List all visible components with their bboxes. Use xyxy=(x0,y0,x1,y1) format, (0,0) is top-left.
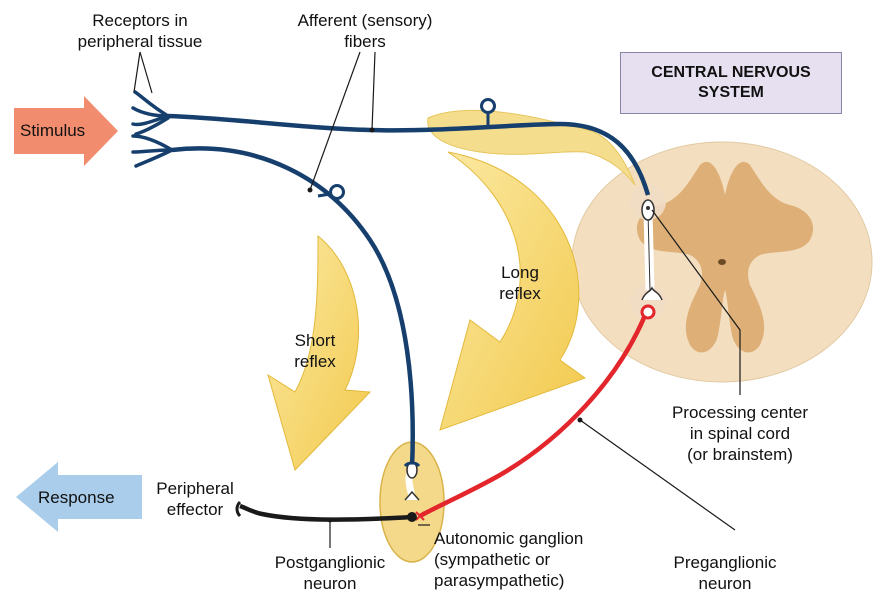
stimulus-label: Stimulus xyxy=(20,120,85,141)
peripheral-effector-label: Peripheral effector xyxy=(145,478,245,520)
afferent-label: Afferent (sensory) fibers xyxy=(280,10,450,52)
spinal-cord xyxy=(572,142,872,382)
processing-center-label: Processing center in spinal cord (or bra… xyxy=(645,402,835,465)
cns-label: CENTRAL NERVOUS SYSTEM xyxy=(620,52,842,114)
preganglionic-label: Preganglionic neuron xyxy=(650,552,800,594)
long-reflex-label: Long reflex xyxy=(490,262,550,304)
receptors-label: Receptors in peripheral tissue xyxy=(60,10,220,52)
autonomic-ganglion-label: Autonomic ganglion (sympathetic or paras… xyxy=(434,528,583,591)
short-reflex-label: Short reflex xyxy=(285,330,345,372)
response-label: Response xyxy=(38,487,115,508)
postganglionic-label: Postganglionic neuron xyxy=(250,552,410,594)
dorsal-root-ganglion xyxy=(428,110,635,185)
receptor-endings xyxy=(133,92,172,166)
